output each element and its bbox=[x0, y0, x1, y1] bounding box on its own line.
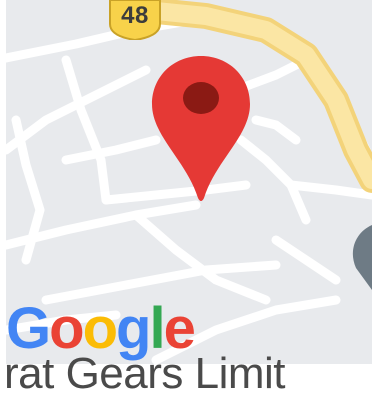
logo-letter: g bbox=[116, 296, 151, 361]
google-logo: Google bbox=[6, 296, 196, 361]
map-canvas[interactable]: 48 bbox=[6, 0, 372, 364]
logo-letter: G bbox=[6, 296, 51, 361]
route-shield-number: 48 bbox=[121, 2, 149, 29]
logo-letter: o bbox=[82, 296, 118, 361]
logo-letter: e bbox=[163, 296, 196, 361]
map-pin-icon[interactable] bbox=[148, 52, 254, 202]
logo-letter: o bbox=[49, 296, 84, 361]
logo-letter: l bbox=[149, 296, 165, 361]
road-network bbox=[6, 0, 372, 364]
route-shield-icon bbox=[109, 0, 161, 40]
place-label[interactable]: rat Gears Limit bbox=[4, 349, 286, 398]
